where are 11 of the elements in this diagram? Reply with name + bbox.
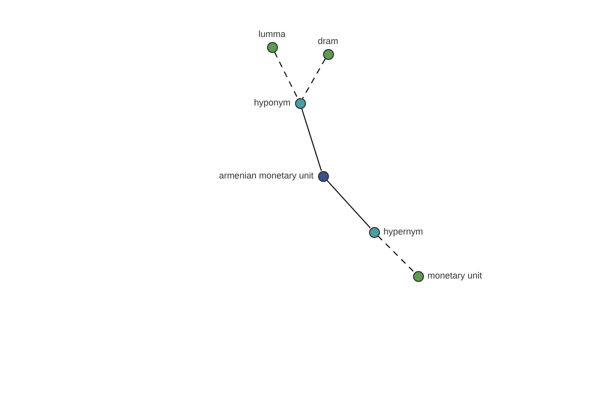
connector-line xyxy=(301,108,322,172)
node-label: dram xyxy=(318,36,338,46)
connector-line xyxy=(326,180,371,228)
node-label: hyponym xyxy=(254,98,290,108)
connector-line xyxy=(274,51,298,99)
node-label: monetary unit xyxy=(428,270,482,282)
node-label: hypernym xyxy=(384,226,424,238)
connector-line xyxy=(377,235,415,273)
connector-line xyxy=(302,58,326,99)
node-label: armenian monetary unit xyxy=(218,170,314,182)
node-label: lumma xyxy=(258,28,286,40)
